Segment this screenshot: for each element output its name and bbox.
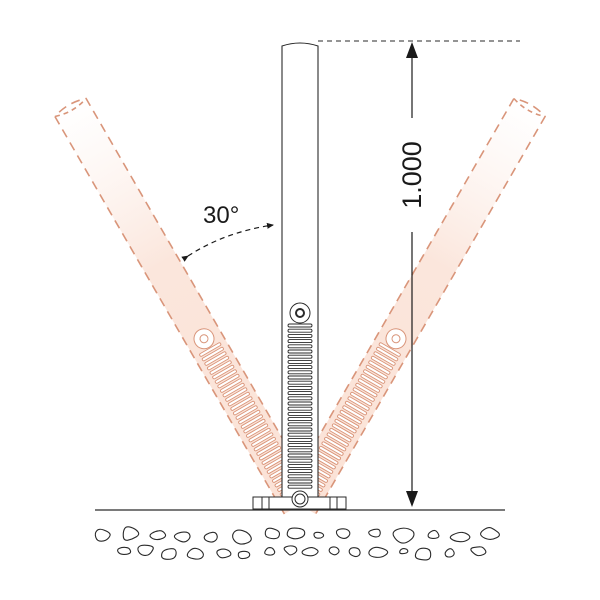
gravel-stone	[444, 548, 455, 558]
upright-post	[281, 42, 319, 505]
gravel-stone	[399, 548, 409, 555]
coil-spring-icon	[287, 302, 313, 489]
gravel-stone	[122, 526, 140, 541]
gravel-icon	[94, 526, 500, 561]
gravel-stone	[137, 544, 154, 557]
gravel-stone	[203, 531, 218, 543]
gravel-stone	[328, 546, 340, 556]
gravel-stone	[368, 528, 381, 538]
gravel-stone	[232, 529, 252, 545]
gravel-stone	[427, 529, 440, 540]
gravel-stone	[368, 546, 389, 558]
gravel-stone	[264, 527, 281, 540]
gravel-stone	[283, 545, 298, 556]
gravel-stone	[470, 546, 487, 557]
arrow-down-icon	[406, 491, 418, 507]
gravel-stone	[173, 531, 191, 543]
gravel-stone	[348, 547, 361, 558]
tilted-post-left	[53, 97, 317, 515]
gravel-stone	[480, 527, 500, 540]
gravel-stone	[335, 528, 351, 539]
angle-label: 30°	[203, 202, 239, 229]
gravel-stone	[313, 531, 325, 539]
gravel-stone	[237, 550, 251, 560]
post-cap	[54, 97, 87, 118]
post-cap	[513, 97, 546, 118]
height-label: 1.000	[397, 141, 427, 209]
gravel-stone	[264, 547, 276, 556]
gravel-stone	[117, 546, 132, 555]
gravel-stone	[392, 527, 415, 544]
gravel-stone	[301, 547, 319, 557]
gravel-stone	[216, 548, 232, 559]
gravel-stone	[161, 548, 177, 560]
arrow-up-icon	[406, 42, 418, 58]
gravel-stone	[186, 547, 204, 560]
gravel-stone	[286, 527, 306, 540]
gravel-stone	[94, 528, 111, 542]
gravel-stone	[414, 547, 432, 561]
angle-arc	[181, 222, 274, 262]
gravel-stone	[449, 531, 471, 543]
base-plate	[252, 490, 347, 510]
gravel-stone	[149, 530, 167, 541]
